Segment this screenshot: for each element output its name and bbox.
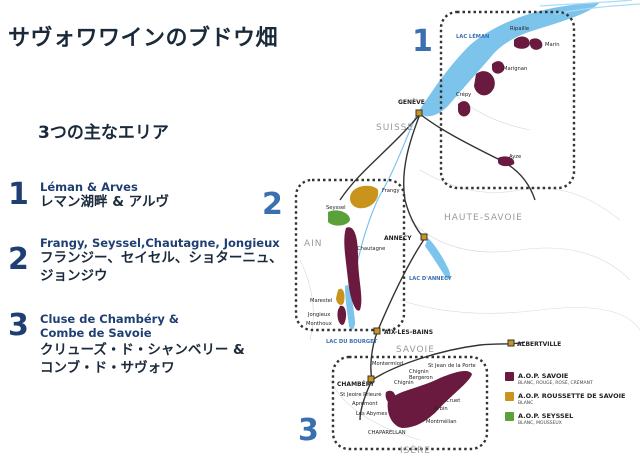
label-monthoux: Monthoux bbox=[306, 321, 332, 327]
area-1-vineyards bbox=[458, 36, 543, 167]
label-haute-savoie: HAUTE-SAVOIE bbox=[444, 213, 523, 223]
page-title: サヴォワワインのブドウ畑 bbox=[8, 26, 279, 51]
label-ayze: Ayze bbox=[509, 154, 521, 160]
label-lac-leman: LAC LÉMAN bbox=[456, 32, 489, 40]
section-subtitle: 3つの主なエリア bbox=[38, 123, 169, 143]
label-ripaille: Ripaille bbox=[510, 26, 529, 32]
label-marignan: Marignan bbox=[503, 66, 527, 72]
area-3-boundary bbox=[331, 355, 489, 451]
label-albertville: ALBERTVILLE bbox=[517, 341, 561, 348]
legend-sub-seyssel: BLANC, MOUSSEUX bbox=[518, 420, 562, 426]
area-1-japanese-name: レマン湖畔 & アルヴ bbox=[40, 194, 170, 210]
label-marestel: Marestel bbox=[310, 298, 332, 304]
seyssel-vineyard bbox=[328, 210, 350, 226]
label-apremont: Apremont bbox=[352, 401, 378, 407]
label-chignin-2: Chignin bbox=[394, 380, 414, 386]
map-legend: A.O.P. SAVOIE BLANC, ROUGE, ROSÉ, CRÉMAN… bbox=[505, 372, 626, 426]
area-2-japanese-name: フランジー、セイセル、ショターニュ、 bbox=[40, 250, 283, 266]
legend-title-savoie: A.O.P. SAVOIE bbox=[518, 372, 568, 380]
legend-swatch-savoie bbox=[505, 372, 514, 381]
label-crepy: Crépy bbox=[456, 91, 471, 98]
area-3-japanese-name-cont: コンブ・ド・サヴォワ bbox=[40, 360, 175, 376]
label-chautagne: Chautagne bbox=[357, 246, 385, 252]
area-number-2: 2 bbox=[8, 242, 29, 277]
area-2-boundary bbox=[294, 178, 406, 332]
label-bergeron: Bergeron bbox=[409, 375, 433, 381]
legend-swatch-roussette bbox=[505, 392, 514, 401]
label-annecy: ANNECY bbox=[384, 235, 412, 242]
label-cruet: Cruet bbox=[446, 398, 460, 404]
area-3-latin-name: Cluse de Chambéry & bbox=[40, 312, 179, 326]
label-ain: AIN bbox=[304, 239, 323, 249]
lake-bourget bbox=[345, 285, 355, 330]
river bbox=[351, 111, 419, 286]
map-region-number-1: 1 bbox=[412, 24, 433, 59]
area-3-japanese-name: クリューズ・ド・シャンベリー & bbox=[40, 342, 245, 358]
label-marin: Marin bbox=[545, 42, 560, 48]
savoie-vineyard-marestel bbox=[336, 288, 345, 305]
area-3-latin-name-cont: Combe de Savoie bbox=[40, 326, 152, 340]
label-chaparellan: CHAPARELLAN bbox=[368, 430, 406, 436]
area-2-latin-name: Frangy, Seyssel,Chautagne, Jongieux bbox=[40, 236, 280, 250]
savoie-vineyard-apremont bbox=[385, 390, 396, 404]
label-montermiod: Montermiod bbox=[372, 361, 403, 367]
label-savoie: SAVOIE bbox=[396, 345, 435, 355]
map-region-number-3: 3 bbox=[298, 413, 319, 448]
label-les-abymes: Les Abymes bbox=[356, 411, 387, 417]
legend-title-roussette: A.O.P. ROUSSETTE DE SAVOIE bbox=[518, 392, 626, 400]
roussette-vineyard bbox=[350, 185, 379, 209]
area-number-1: 1 bbox=[8, 177, 29, 212]
area-1-latin-name: Léman & Arves bbox=[40, 180, 138, 194]
savoie-vineyard-jongieux bbox=[337, 305, 347, 325]
lake-annecy bbox=[425, 238, 451, 280]
legend-swatch-seyssel bbox=[505, 412, 514, 421]
area-number-3: 3 bbox=[8, 308, 29, 343]
terrain-lines bbox=[299, 89, 640, 441]
lake-leman bbox=[418, 2, 600, 117]
savoie-vineyard-combe bbox=[387, 371, 472, 428]
savoie-vineyard-chautagne bbox=[344, 227, 362, 311]
label-suisse: SUISSE bbox=[376, 123, 414, 133]
label-arbin: Arbin bbox=[434, 406, 448, 412]
label-lac-bourget: LAC DU BOURGET bbox=[326, 339, 378, 345]
legend-title-seyssel: A.O.P. SEYSSEL bbox=[518, 412, 573, 420]
city-markers bbox=[367, 109, 515, 383]
label-chambery: CHAMBÉRY bbox=[337, 380, 375, 388]
area-1-boundary bbox=[439, 10, 576, 190]
label-st-jean: St Jean de la Porte bbox=[428, 363, 476, 369]
label-jongieux: Jongieux bbox=[307, 312, 330, 318]
label-lac-annecy: LAC D'ANNECY bbox=[409, 276, 452, 282]
map-region-number-2: 2 bbox=[262, 187, 283, 222]
label-seyssel: Seyssel bbox=[326, 205, 346, 211]
label-montmelian: Montmélian bbox=[426, 418, 457, 425]
legend-sub-savoie: BLANC, ROUGE, ROSÉ, CRÉMANT bbox=[518, 378, 593, 386]
label-chignin: Chignin bbox=[409, 369, 429, 375]
label-isere: ISÈRE bbox=[400, 444, 431, 456]
label-frangy: Frangy bbox=[382, 188, 400, 194]
legend-sub-roussette: BLANC bbox=[518, 400, 533, 406]
label-geneve: GENÈVE bbox=[398, 98, 425, 106]
area-2-japanese-name-cont: ジョンジウ bbox=[40, 268, 108, 284]
label-st-jeoire: St Jeoire Prieuré bbox=[340, 391, 381, 398]
label-aix-les-bains: AIX-LES-BAINS bbox=[384, 329, 433, 336]
